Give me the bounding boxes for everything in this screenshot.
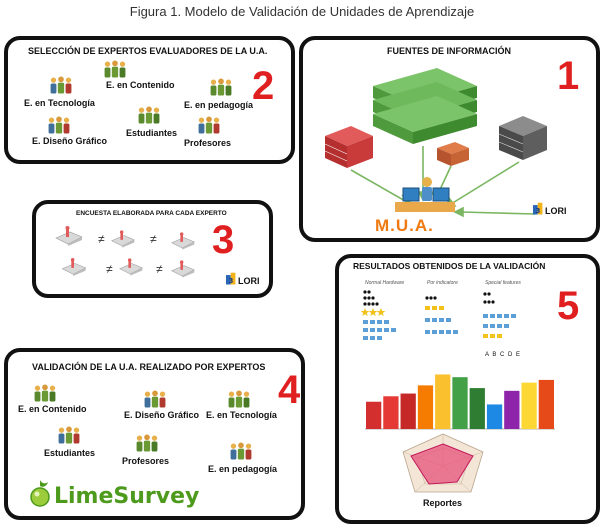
bar xyxy=(435,374,451,429)
role-label-pedagogia: E. en pedagogía xyxy=(184,100,254,110)
bar xyxy=(366,401,382,429)
radar-series xyxy=(410,443,474,485)
role-label-contenido: E. en Contenido xyxy=(106,80,175,90)
sources-illustration xyxy=(324,68,547,218)
role-label-pedagogia: E. en pedagogía xyxy=(208,464,278,474)
people-group-icon xyxy=(226,390,252,410)
report-column-title: Normal Hardware xyxy=(365,280,405,286)
bar xyxy=(400,393,416,429)
panel-title: SELECCIÓN DE EXPERTOS EVALUADORES DE LA … xyxy=(28,46,268,56)
bar xyxy=(452,377,468,429)
bar xyxy=(521,382,537,429)
role-label-estudiantes: Estudiantes xyxy=(44,448,96,458)
role-label-profesores: Profesores xyxy=(122,456,170,466)
step-number: 5 xyxy=(557,284,580,328)
survey-form-icon xyxy=(60,258,88,276)
lori-label: LORI xyxy=(545,206,567,216)
not-equal-symbol: ≠ xyxy=(98,232,105,246)
role-label-profesores: Profesores xyxy=(184,138,232,148)
survey-form-icon xyxy=(110,230,136,248)
role-label-tecnologia: E. en Tecnología xyxy=(24,98,95,108)
people-group-icon xyxy=(196,116,222,136)
panel-information-sources: FUENTES DE INFORMACIÓN 1 xyxy=(299,36,600,242)
panel-results: RESULTADOS OBTENIDOS DE LA VALIDACIÓN 5 … xyxy=(335,254,600,524)
limesurvey-label: LimeSurvey xyxy=(54,484,200,509)
survey-form-icon xyxy=(170,260,196,278)
panel-expert-selection: SELECCIÓN DE EXPERTOS EVALUADORES DE LA … xyxy=(4,36,295,164)
small-books-icon xyxy=(437,142,469,166)
people-group-icon xyxy=(46,116,72,136)
step-number: 2 xyxy=(252,64,275,108)
mua-label: M.U.A. xyxy=(375,216,434,235)
results-radar-chart xyxy=(402,433,484,493)
people-group-icon xyxy=(56,426,82,446)
green-books-icon xyxy=(373,68,477,144)
report-ratings xyxy=(361,290,516,340)
panel-title: ENCUESTA ELABORADA PARA CADA EXPERTO xyxy=(76,210,227,217)
reports-label: Reportes xyxy=(423,498,463,508)
role-label-diseno: E. Diseño Gráfico xyxy=(32,136,108,146)
bar xyxy=(538,379,554,429)
lori-logo-icon xyxy=(533,202,544,216)
panel-title: FUENTES DE INFORMACIÓN xyxy=(387,46,512,56)
role-label-contenido: E. en Contenido xyxy=(18,404,87,414)
people-group-icon xyxy=(228,442,254,462)
lime-logo-icon xyxy=(30,480,50,507)
people-group-icon xyxy=(208,78,234,98)
red-books-icon xyxy=(324,126,373,168)
lori-label: LORI xyxy=(238,276,260,286)
panel-title: VALIDACIÓN DE LA U.A. REALIZADO POR EXPE… xyxy=(32,362,266,372)
people-group-icon xyxy=(32,384,58,404)
not-equal-symbol: ≠ xyxy=(150,232,157,246)
not-equal-symbol: ≠ xyxy=(156,262,163,276)
step-number: 4 xyxy=(278,368,301,412)
bar xyxy=(486,404,503,429)
lori-logo-icon xyxy=(226,272,237,286)
people-group-icon xyxy=(136,106,162,126)
not-equal-symbol: ≠ xyxy=(106,262,113,276)
gray-books-icon xyxy=(498,116,547,160)
report-column-title: Por indicatore xyxy=(427,280,458,286)
step-number: 1 xyxy=(557,54,580,98)
results-bar-chart xyxy=(365,374,555,430)
panel-survey: ENCUESTA ELABORADA PARA CADA EXPERTO 3 ≠… xyxy=(32,200,273,298)
user-computer-icon xyxy=(395,177,455,212)
bar xyxy=(469,388,485,429)
figure-title: Figura 1. Modelo de Validación de Unidad… xyxy=(129,4,475,19)
report-column-title: Special features xyxy=(485,280,521,286)
report-letters: A B C D E xyxy=(485,352,522,358)
panel-title: RESULTADOS OBTENIDOS DE LA VALIDACIÓN xyxy=(353,261,546,271)
bar xyxy=(417,385,434,429)
people-group-icon xyxy=(102,60,128,80)
people-group-icon xyxy=(134,434,160,454)
people-group-icon xyxy=(142,390,168,410)
role-label-estudiantes: Estudiantes xyxy=(126,128,178,138)
survey-form-icon xyxy=(54,226,84,246)
survey-form-icon xyxy=(118,258,144,276)
role-label-diseno: E. Diseño Gráfico xyxy=(124,410,200,420)
step-number: 3 xyxy=(212,218,235,262)
role-label-tecnologia: E. en Tecnología xyxy=(206,410,277,420)
bar xyxy=(504,390,520,429)
survey-form-icon xyxy=(170,232,196,250)
people-group-icon xyxy=(48,76,74,96)
panel-validation: VALIDACIÓN DE LA U.A. REALIZADO POR EXPE… xyxy=(4,348,305,520)
bar xyxy=(383,396,399,429)
